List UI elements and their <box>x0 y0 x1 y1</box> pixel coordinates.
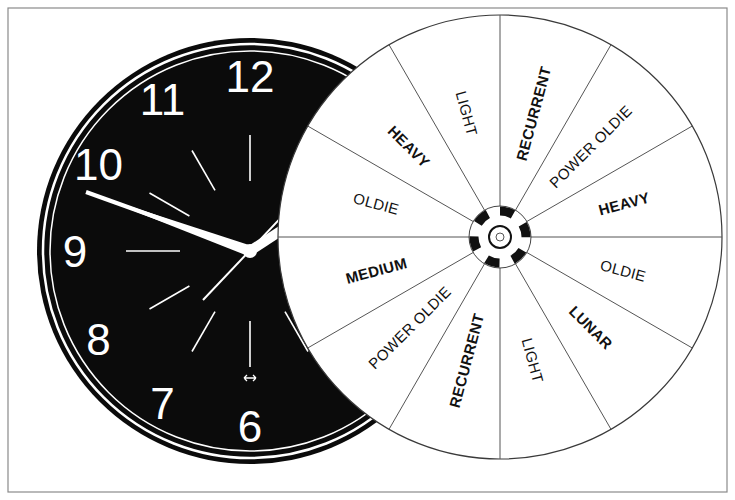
clock-numeral-box: 9 <box>63 230 87 274</box>
clock-numeral: 9 <box>63 227 87 276</box>
clock-numeral: 7 <box>150 379 174 428</box>
clock-numeral-box: 10 <box>74 143 123 187</box>
wheel-hub <box>469 206 531 268</box>
hub-pattern <box>474 211 526 263</box>
hand-cap <box>243 244 257 258</box>
wheel-disc <box>278 15 722 459</box>
clock-numeral: 11 <box>140 75 186 124</box>
hub-pin <box>496 233 504 241</box>
clock-numeral: 10 <box>74 140 123 189</box>
minute-hand <box>86 192 250 251</box>
clock-numeral-box: 12 <box>226 55 275 99</box>
clock-numeral-box: 8 <box>86 318 110 362</box>
hub-center <box>489 226 511 248</box>
frame <box>8 8 727 492</box>
program-wheel <box>278 15 722 459</box>
clock-numeral: 8 <box>86 315 110 364</box>
clock-numeral-box: 6 <box>238 405 262 449</box>
clock-numeral: 12 <box>226 52 275 101</box>
clock-numeral-box: 7 <box>150 382 174 426</box>
clock-numeral: 6 <box>238 402 262 451</box>
minute-hand <box>86 192 252 256</box>
six-marker <box>244 375 256 381</box>
wheel-dividers <box>278 15 722 459</box>
clock-numeral-box: 11 <box>140 78 186 122</box>
